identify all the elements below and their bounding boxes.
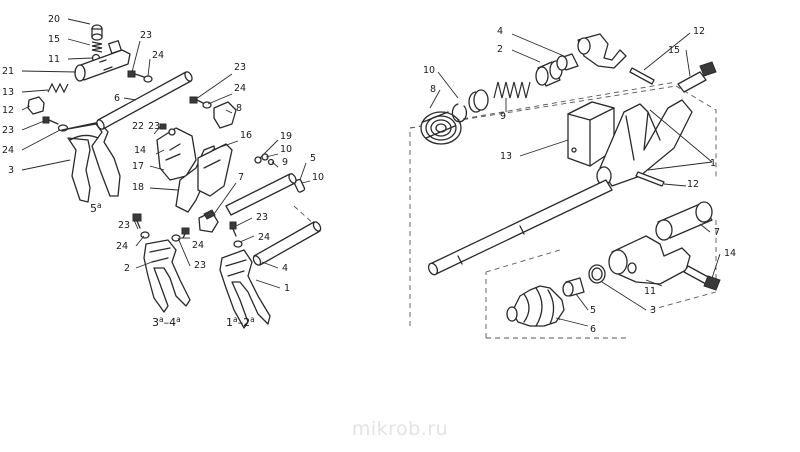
bushing-part bbox=[562, 277, 585, 297]
callout-label: 3 bbox=[650, 305, 656, 316]
callout-label: 23 bbox=[234, 62, 246, 73]
screw-part bbox=[42, 116, 69, 132]
callout-label: 5 bbox=[590, 305, 596, 316]
callout-label: 24 bbox=[152, 50, 164, 61]
housing-block-part bbox=[567, 101, 615, 167]
callout-label: 16 bbox=[240, 130, 252, 141]
callout-label: 23 bbox=[256, 212, 268, 223]
rod-part bbox=[252, 221, 322, 266]
callout-label: 19 bbox=[280, 131, 292, 142]
shift-rod-part bbox=[96, 71, 193, 130]
callout-label: 22 bbox=[132, 121, 144, 132]
caption-5th-gear: 5a bbox=[90, 201, 102, 215]
spring-part bbox=[493, 81, 531, 99]
callout-label: 7 bbox=[238, 172, 244, 183]
shaft-part bbox=[225, 173, 297, 216]
circlip-part bbox=[451, 103, 468, 123]
callout-label: 11 bbox=[48, 54, 60, 65]
sleeve-part bbox=[655, 201, 713, 241]
callout-label: 7 bbox=[714, 227, 720, 238]
pin-part bbox=[635, 171, 665, 187]
sleeve-part bbox=[556, 53, 579, 71]
callout-label: 12 bbox=[687, 179, 699, 190]
fork-3rd-4th-part bbox=[143, 239, 191, 313]
callout-label: 23 bbox=[2, 125, 14, 136]
callout-label: 12 bbox=[693, 26, 705, 37]
lower-lever-part bbox=[608, 235, 691, 285]
left-exploded-view: 20 15 11 21 13 12 23 24 3 23 24 6 23 24 … bbox=[2, 14, 324, 329]
callout-label: 10 bbox=[423, 65, 435, 76]
interlock-plate-part bbox=[156, 123, 233, 213]
callout-label: 23 bbox=[118, 220, 130, 231]
callout-label: 15 bbox=[48, 34, 60, 45]
callout-label: 17 bbox=[132, 161, 144, 172]
callout-label: 8 bbox=[236, 103, 242, 114]
callout-label: 8 bbox=[430, 84, 436, 95]
fork-1st-2nd-part bbox=[219, 249, 271, 329]
callout-label: 5 bbox=[310, 153, 316, 164]
callout-label: 4 bbox=[282, 263, 288, 274]
callout-label: 23 bbox=[148, 121, 160, 132]
caption-3rd-4th-gear: 3a–4a bbox=[152, 315, 181, 329]
callout-label: 24 bbox=[234, 83, 246, 94]
watermark-text: mikrob.ru bbox=[351, 418, 449, 440]
detent-spring-part bbox=[91, 41, 103, 53]
boot-part bbox=[506, 285, 565, 327]
callout-label: 10 bbox=[312, 172, 324, 183]
callout-label: 23 bbox=[194, 260, 206, 271]
callout-label: 1 bbox=[284, 283, 290, 294]
callout-label: 13 bbox=[500, 151, 512, 162]
callout-label: 4 bbox=[497, 26, 503, 37]
callout-label: 24 bbox=[116, 241, 128, 252]
right-exploded-view: 4 2 10 8 9 12 15 13 1 12 7 14 11 5 6 3 bbox=[409, 26, 736, 339]
callout-label: 23 bbox=[140, 30, 152, 41]
cup-part bbox=[535, 60, 563, 87]
spring-part bbox=[47, 82, 69, 94]
seal-part bbox=[420, 111, 462, 145]
detent-cap-part bbox=[91, 24, 103, 41]
pin-part bbox=[629, 67, 655, 85]
callout-label: 2 bbox=[124, 263, 130, 274]
callout-label: 24 bbox=[2, 145, 14, 156]
callout-label: 9 bbox=[500, 111, 506, 122]
callout-label: 14 bbox=[724, 248, 736, 259]
pin-set-part bbox=[254, 153, 275, 166]
callout-label: 24 bbox=[192, 240, 204, 251]
callout-label: 1 bbox=[710, 158, 716, 169]
lever-part bbox=[577, 33, 627, 69]
main-shift-shaft-part bbox=[427, 179, 613, 276]
callout-label: 13 bbox=[2, 87, 14, 98]
callout-label: 6 bbox=[590, 324, 596, 335]
bolt-part bbox=[683, 265, 721, 291]
callout-label: 21 bbox=[2, 66, 14, 77]
plug-part bbox=[27, 96, 45, 115]
shift-lever-assembly-part bbox=[596, 99, 693, 187]
callout-label: 14 bbox=[134, 145, 146, 156]
bolt-part bbox=[677, 61, 717, 93]
bracket-part bbox=[213, 101, 237, 129]
selector-finger-part bbox=[74, 40, 131, 82]
callout-label: 18 bbox=[132, 182, 144, 193]
callout-label: 15 bbox=[668, 45, 680, 56]
callout-label: 11 bbox=[644, 286, 656, 297]
callout-label: 24 bbox=[258, 232, 270, 243]
callout-label: 20 bbox=[48, 14, 60, 25]
callout-label: 10 bbox=[280, 144, 292, 155]
pin-part bbox=[293, 178, 306, 193]
callout-label: 12 bbox=[2, 105, 14, 116]
callout-label: 9 bbox=[282, 157, 288, 168]
bushing-part bbox=[468, 89, 489, 113]
caption-1st-2nd-gear: 1a–2a bbox=[226, 315, 255, 329]
fork-5th-part bbox=[61, 121, 121, 203]
ring-part bbox=[588, 264, 606, 284]
callout-label: 2 bbox=[497, 44, 503, 55]
callout-label: 6 bbox=[114, 93, 120, 104]
callout-label: 3 bbox=[8, 165, 14, 176]
